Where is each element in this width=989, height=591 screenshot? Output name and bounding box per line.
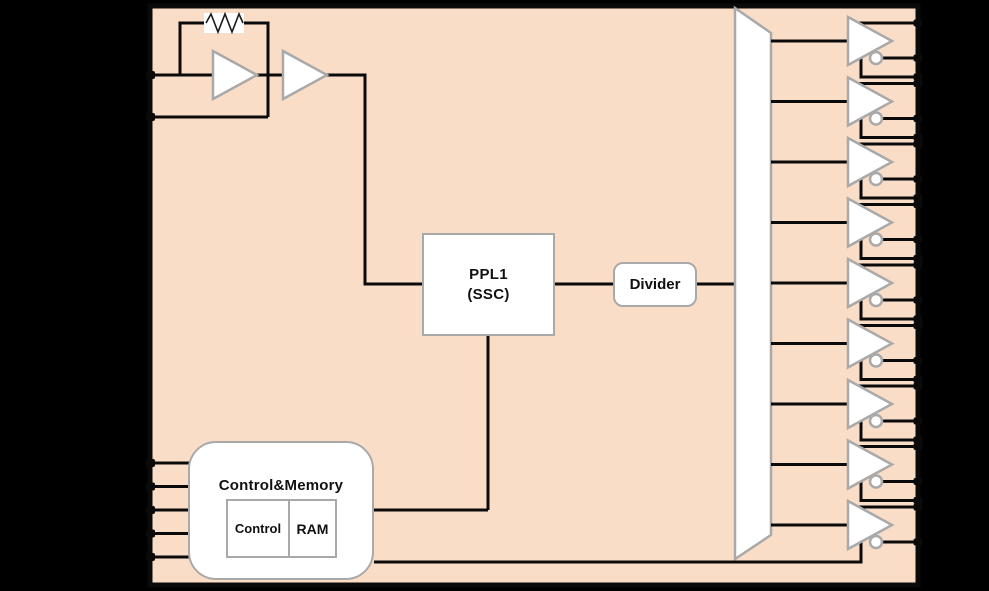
- invert-bubble-icon: [868, 413, 884, 429]
- invert-bubble-icon: [868, 353, 884, 368]
- buffer-third-pin: [913, 376, 923, 383]
- output-pin: [913, 503, 923, 511]
- inverted-output-pin: [913, 54, 923, 62]
- xin-pin: [146, 71, 155, 79]
- invert-bubble-icon: [868, 111, 884, 126]
- control-pin: [146, 459, 155, 467]
- control-sub-block: Control: [226, 499, 290, 558]
- pll-label-line2: (SSC): [467, 285, 510, 303]
- output-pin: [913, 382, 923, 390]
- output-buffer-icon: [846, 135, 895, 189]
- invert-bubble-icon: [868, 534, 884, 550]
- control-pin: [146, 482, 155, 491]
- output-buffer-icon: [846, 256, 895, 310]
- output-pin: [913, 261, 923, 269]
- pll-block: PPL1 (SSC): [422, 233, 555, 336]
- inverted-output-pin: [913, 417, 923, 425]
- invert-bubble-icon: [868, 232, 884, 247]
- control-memory-inner: Control RAM: [226, 499, 337, 558]
- control-memory-title: Control&Memory: [218, 477, 344, 494]
- output-buffer-icon: [846, 196, 895, 249]
- buffer-third-pin: [913, 436, 923, 444]
- control-pin: [146, 506, 155, 514]
- inverted-output-pin: [913, 357, 923, 364]
- invert-bubble-icon: [868, 50, 884, 66]
- amplifier-icon: [281, 48, 330, 102]
- invert-bubble-icon: [868, 171, 884, 187]
- output-pin: [913, 140, 923, 148]
- output-buffer-icon: [846, 75, 895, 128]
- output-pin: [913, 201, 923, 208]
- inverted-output-pin: [913, 236, 923, 243]
- control-pin: [146, 529, 155, 538]
- divider-label: Divider: [629, 276, 681, 293]
- pll-label-line1: PPL1: [469, 266, 508, 283]
- xout-pin: [146, 113, 155, 121]
- buffer-third-pin: [913, 315, 923, 323]
- inverted-output-pin: [913, 538, 923, 546]
- control-memory-block: Control&Memory Control RAM: [188, 441, 374, 580]
- inverted-output-pin: [913, 175, 923, 183]
- fanout-trapezoid-icon: [733, 5, 773, 562]
- inverted-output-pin: [913, 296, 923, 304]
- amplifier-icon: [211, 48, 260, 102]
- output-buffer-icon: [846, 498, 895, 552]
- buffer-third-pin: [913, 73, 923, 81]
- resistor-icon: [205, 11, 244, 35]
- inverted-output-pin: [913, 115, 923, 122]
- invert-bubble-icon: [868, 474, 884, 489]
- divider-block: Divider: [613, 262, 697, 307]
- output-buffer-icon: [846, 438, 895, 491]
- output-buffer-icon: [846, 377, 895, 431]
- buffer-third-pin: [913, 194, 923, 202]
- output-pin: [913, 19, 923, 27]
- output-pin: [913, 80, 923, 87]
- buffer-third-pin: [913, 134, 923, 141]
- buffer-third-pin: [913, 497, 923, 504]
- output-buffer-icon: [846, 14, 895, 68]
- invert-bubble-icon: [868, 292, 884, 308]
- output-buffer-icon: [846, 317, 895, 370]
- ram-sub-block: RAM: [290, 499, 337, 558]
- osc-to-pll-wire: [327, 73, 422, 286]
- control-pin: [146, 553, 155, 561]
- generated-elements: [146, 14, 923, 564]
- output-pin: [913, 322, 923, 329]
- output-pin: [913, 443, 923, 450]
- inverted-output-pin: [913, 478, 923, 485]
- buffer-third-pin: [913, 255, 923, 262]
